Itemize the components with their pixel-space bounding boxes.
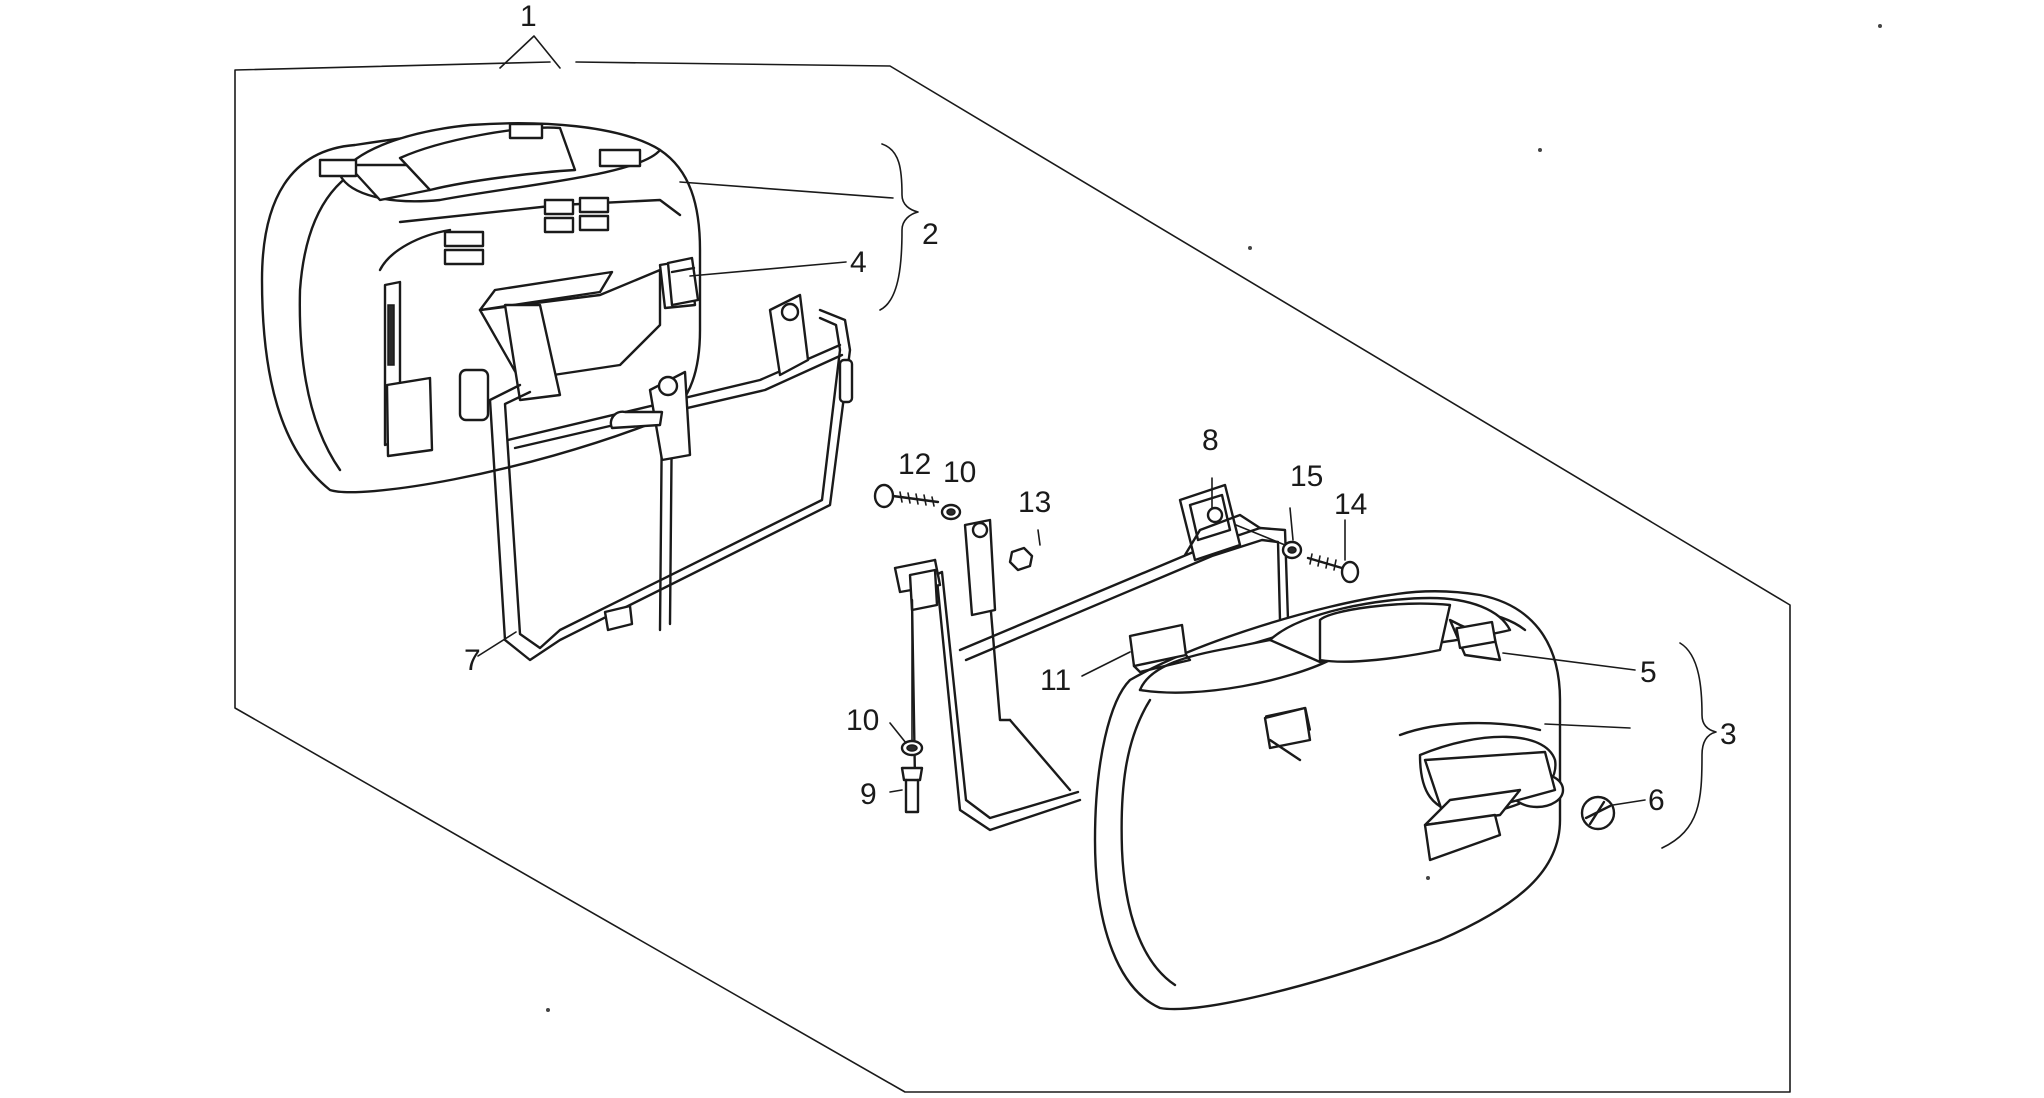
- right-pannier: [1093, 590, 1565, 1011]
- left-frame: [488, 293, 854, 662]
- callout-2: 2: [922, 218, 939, 251]
- callout-13: 13: [1018, 486, 1051, 519]
- speck: [1426, 876, 1430, 880]
- leader-lines: [477, 143, 1717, 849]
- pad-part-11: [1128, 623, 1192, 674]
- nut-part-13: [1008, 546, 1034, 572]
- callout-15: 15: [1290, 460, 1323, 493]
- callout-11: 11: [1040, 664, 1071, 697]
- assembly-outline: [234, 61, 1791, 1093]
- washer-part-10-upper: [940, 503, 962, 521]
- left-pannier: [260, 122, 702, 494]
- callout-3: 3: [1720, 718, 1737, 751]
- callout-7: 7: [464, 644, 481, 677]
- callout-1-bracket: [499, 35, 561, 69]
- assembly-hint-line-2: [1235, 524, 1286, 546]
- callout-8: 8: [1202, 424, 1219, 457]
- callout-12: 12: [898, 448, 931, 481]
- speck: [1248, 246, 1252, 250]
- bolt-part-12: [873, 483, 940, 509]
- speck: [546, 1008, 550, 1012]
- bolt-part-14: [1306, 553, 1360, 584]
- callout-5: 5: [1640, 656, 1657, 689]
- callout-14: 14: [1334, 488, 1367, 521]
- callout-1: 1: [520, 0, 537, 33]
- screw-part-9: [900, 766, 924, 814]
- callout-10-upper: 10: [943, 456, 976, 489]
- speck: [1878, 24, 1882, 28]
- callout-4: 4: [850, 246, 867, 279]
- washer-part-15: [1281, 540, 1303, 560]
- callout-6: 6: [1648, 784, 1665, 817]
- washer-part-10-lower: [900, 739, 924, 757]
- callout-10-lower: 10: [846, 704, 879, 737]
- callout-9: 9: [860, 778, 877, 811]
- emblem-part-6: [1580, 795, 1616, 831]
- speck: [1538, 148, 1542, 152]
- clip-part-4: [666, 256, 700, 307]
